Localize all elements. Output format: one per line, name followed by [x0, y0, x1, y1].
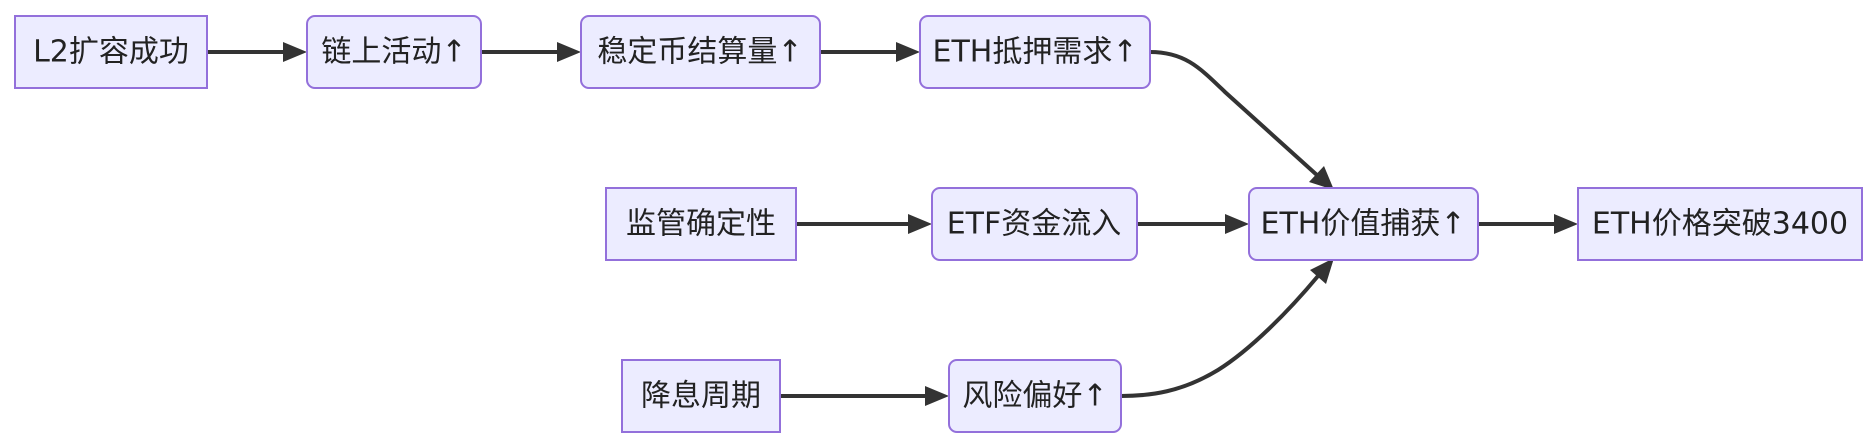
arrowhead-etf: [908, 214, 932, 234]
edge-collateral-to-capture: [1149, 50, 1320, 178]
arrowhead-collateral: [896, 42, 920, 62]
node-etf-label: ETF资金流入: [947, 207, 1122, 242]
node-capture-label: ETH价值捕获↑: [1261, 207, 1466, 242]
arrowhead-risk: [925, 386, 949, 406]
arrowhead-capture-top: [1309, 166, 1334, 190]
node-stablecoin: 稳定币结算量↑: [580, 15, 821, 89]
node-collateral-label: ETH抵押需求↑: [933, 35, 1138, 70]
arrowhead-capture-bottom: [1310, 258, 1334, 284]
node-capture: ETH价值捕获↑: [1248, 187, 1479, 261]
node-ratecut: 降息周期: [621, 359, 781, 433]
node-collateral: ETH抵押需求↑: [919, 15, 1151, 89]
arrowhead-capture-mid: [1225, 214, 1249, 234]
node-risk: 风险偏好↑: [948, 359, 1122, 433]
edge-risk-to-capture: [1120, 274, 1320, 398]
node-l2: L2扩容成功: [14, 15, 208, 89]
node-regulation-label: 监管确定性: [626, 207, 776, 242]
node-l2-label: L2扩容成功: [33, 35, 189, 70]
node-ratecut-label: 降息周期: [641, 379, 761, 414]
node-risk-label: 风险偏好↑: [962, 379, 1107, 414]
node-price: ETH价格突破3400: [1577, 187, 1863, 261]
edges: [207, 42, 1578, 406]
node-onchain: 链上活动↑: [306, 15, 482, 89]
node-etf: ETF资金流入: [931, 187, 1138, 261]
node-onchain-label: 链上活动↑: [321, 35, 466, 70]
node-stablecoin-label: 稳定币结算量↑: [597, 35, 802, 70]
arrowhead-stablecoin: [557, 42, 581, 62]
node-price-label: ETH价格突破3400: [1592, 207, 1848, 242]
node-regulation: 监管确定性: [605, 187, 797, 261]
arrowhead-price: [1554, 214, 1578, 234]
arrowhead-onchain: [283, 42, 307, 62]
nodes: L2扩容成功 链上活动↑ 稳定币结算量↑ ETH抵押需求↑ 监管确定性 ETF资…: [14, 15, 1863, 433]
